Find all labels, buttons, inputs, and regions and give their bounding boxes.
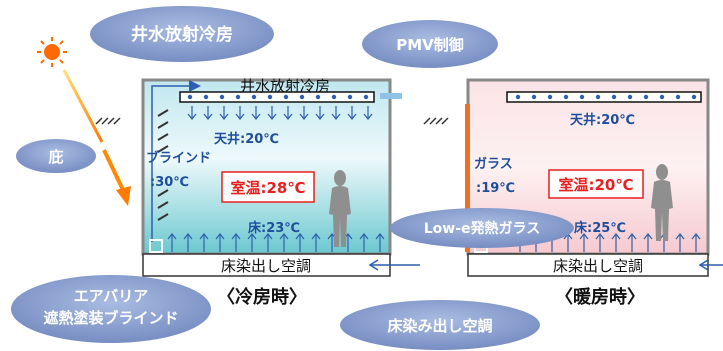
roof-hatch-right <box>423 117 449 125</box>
person-silhouette-heating <box>651 164 673 241</box>
cooling-air-path <box>151 80 201 242</box>
bubble-floor-ac: 床染み出し空調 <box>340 300 540 350</box>
roof-hatch-left <box>95 117 121 125</box>
cooling-floor-band-label: 床染出し空調 <box>221 257 311 275</box>
cooling-room-interior <box>141 78 392 256</box>
heating-floor-band-label: 床染出し空調 <box>553 257 643 275</box>
bubble-lowe-label: Low-e発熱ガラス <box>424 220 541 237</box>
heating-glass <box>465 104 470 252</box>
heating-room-temp-box <box>548 169 644 199</box>
heating-floor-temp: 床:25℃ <box>574 220 626 236</box>
cooling-floor-temp: 床:23℃ <box>248 220 300 236</box>
cooling-room-temp: 室温:28℃ <box>230 179 305 197</box>
cooling-inlet-arrow <box>368 259 420 271</box>
cooling-caption: 〈冷房時〉 <box>217 286 307 308</box>
heating-room-temp: 室温:20℃ <box>558 176 633 194</box>
cooling-down-arrows <box>187 106 373 120</box>
bubble-pmv-label: PMV制御 <box>396 36 464 54</box>
bubble-well-water: 井水放射冷房 <box>90 6 274 62</box>
bubble-pmv: PMV制御 <box>362 20 498 68</box>
heating-ceiling-dots <box>515 94 697 100</box>
sun-icon <box>37 37 67 67</box>
cooling-ceiling-panel <box>179 91 375 103</box>
blind-label: ブラインド <box>146 150 211 166</box>
cooling-ceiling-dots <box>187 94 369 100</box>
blind-hatch <box>157 109 169 221</box>
heating-ceiling-temp: 天井:20℃ <box>570 112 635 128</box>
cooling-room-temp-box <box>221 171 315 203</box>
sun-ray-to-window <box>102 149 126 193</box>
heating-caption: 〈暖房時〉 <box>555 286 645 308</box>
bubble-air-barrier-line2: 遮熱塗装ブラインド <box>43 309 178 327</box>
glass-label: ガラス <box>474 157 513 172</box>
bubble-air-barrier-line1: エアバリア <box>74 287 148 305</box>
bubble-lowe: Low-e発熱ガラス <box>390 208 574 248</box>
bubble-air-barrier: エアバリア 遮熱塗装ブラインド <box>11 275 211 343</box>
connector-bar <box>380 93 402 99</box>
sun-ray-arrowhead <box>116 186 131 206</box>
glass-temp: :19℃ <box>476 181 515 196</box>
sun-ray-to-eaves <box>62 69 104 143</box>
heating-ceiling-panel <box>506 91 702 103</box>
cooling-up-arrows <box>167 233 385 252</box>
blind-temp: :30℃ <box>150 175 189 190</box>
bubble-eaves: 庇 <box>16 139 96 173</box>
cooling-panel-label: 井水放射冷房 <box>240 77 330 95</box>
person-silhouette-cooling <box>329 170 351 247</box>
bubble-floor-ac-label: 床染み出し空調 <box>387 317 492 335</box>
heating-room: 床染出し空調 天井:20℃ ガラス :19℃ 室温:20℃ <box>465 78 710 277</box>
cooling-ceiling-temp: 天井:20℃ <box>214 131 279 147</box>
cooling-room: 床染出し空調 井水放射冷房 <box>141 77 392 277</box>
heating-inlet-arrow <box>698 259 723 271</box>
bubble-well-water-label: 井水放射冷房 <box>131 24 233 45</box>
cooling-floor-outlet <box>149 239 163 253</box>
bubble-eaves-label: 庇 <box>48 148 63 166</box>
